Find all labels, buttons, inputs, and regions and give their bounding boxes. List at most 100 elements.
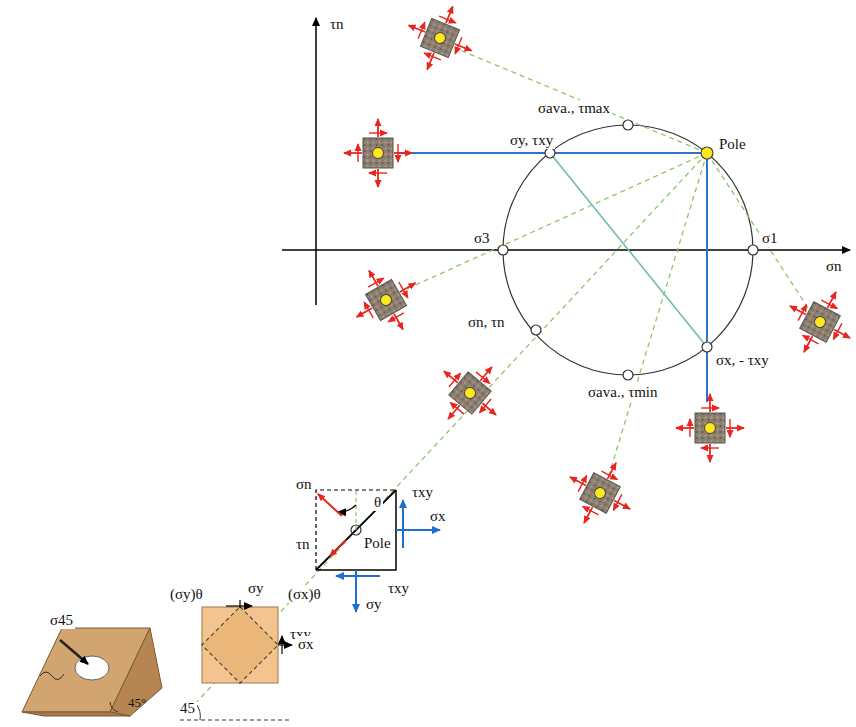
stress-label: σn: [824, 258, 844, 275]
shear-arrow: [369, 132, 387, 133]
icon-square: [800, 302, 841, 343]
stress-label: σn: [294, 476, 314, 493]
icon-square: [580, 473, 621, 514]
stress-label: σava., τmin: [586, 384, 660, 401]
shear-arrow: [803, 335, 819, 343]
shear-arrow: [476, 372, 490, 384]
icon-dot: [462, 385, 477, 400]
shear-arrow: [701, 407, 719, 408]
stress-label: σy, τxy: [508, 132, 555, 149]
element-icon: [344, 119, 412, 187]
tau-axis: [315, 18, 317, 305]
shear-arrow: [729, 419, 730, 437]
stress-label: σx, - τxy: [714, 352, 771, 369]
sigma-x-line: [706, 153, 708, 402]
stress-label: σ45: [48, 612, 75, 629]
shear-arrow: [449, 373, 461, 387]
icon-square: [449, 372, 491, 414]
strain-gauge-wedge: [22, 628, 162, 716]
element-icon: [340, 254, 433, 347]
shear-arrow: [578, 476, 586, 492]
normal-arrow: [726, 427, 744, 429]
element-icon: [554, 447, 646, 539]
normal-arrow: [709, 394, 711, 412]
reference-line: [180, 720, 292, 721]
normal-arrow: [377, 169, 379, 187]
stress-label: σx: [428, 508, 448, 525]
shear-arrow: [357, 144, 358, 162]
element-icon: [676, 394, 744, 462]
shear-arrow: [424, 53, 441, 60]
normal-arrow: [444, 371, 458, 383]
normal-arrow: [709, 444, 711, 462]
shear-arrow: [368, 278, 384, 287]
circle-points: [498, 120, 758, 380]
stress-label: τn: [294, 536, 312, 553]
stress-label: 45°: [126, 696, 148, 710]
stress-label: σy: [364, 596, 384, 613]
shear-arrow: [450, 403, 464, 415]
stress-label: σava., τmax: [536, 100, 612, 117]
icon-square: [420, 18, 459, 57]
stress-label: (σx)θ: [286, 586, 323, 603]
stress-label: σn, τn: [466, 314, 507, 331]
rotated-element: [202, 600, 292, 683]
icon-dot: [813, 315, 828, 330]
stress-label: 45: [178, 700, 197, 717]
shear-arrow: [455, 37, 462, 54]
shear-arrow: [613, 494, 621, 510]
shear-arrow: [439, 16, 456, 23]
shear-arrow: [364, 302, 373, 318]
shear-arrow: [601, 471, 617, 479]
shear-arrow: [701, 447, 719, 448]
sigma-axis: [282, 249, 850, 251]
diameter-line: [550, 153, 707, 347]
element-icons: [340, 0, 856, 539]
stress-label: σ1: [760, 230, 780, 247]
shear-arrow: [798, 305, 806, 321]
icon-dot: [373, 148, 384, 159]
pole-point: [701, 147, 713, 159]
shear-arrow: [480, 399, 492, 413]
stress-label: τn: [328, 16, 346, 33]
normal-arrow: [377, 119, 379, 137]
icon-dot: [378, 292, 393, 307]
mohr-circle: [503, 125, 753, 375]
stress-label: τxy: [386, 580, 411, 597]
stress-element: [316, 488, 440, 612]
stress-label: (σy)θ: [168, 586, 205, 603]
normal-arrow: [676, 427, 694, 429]
normal-arrow: [480, 367, 492, 381]
stress-label: θ: [372, 494, 383, 511]
normal-arrow: [482, 403, 496, 415]
shear-arrow: [388, 313, 404, 322]
icon-square: [363, 138, 393, 168]
shear-arrow: [418, 22, 425, 39]
icon-dot: [705, 423, 716, 434]
stress-label: Pole: [362, 535, 393, 552]
normal-arrow: [394, 152, 412, 154]
shear-arrow: [689, 419, 690, 437]
stress-label: σ3: [472, 230, 492, 247]
stress-label: τxy: [410, 484, 435, 501]
stress-label: σy: [246, 580, 266, 597]
shear-arrow: [821, 300, 837, 308]
shear-arrow: [833, 323, 841, 339]
icon-dot: [593, 486, 608, 501]
shear-arrow: [397, 144, 398, 162]
icon-dot: [433, 31, 447, 45]
pole-rays: [180, 48, 808, 720]
stress-label: Pole: [717, 136, 748, 153]
element-icon: [396, 0, 485, 82]
icon-square: [695, 413, 725, 443]
shear-arrow: [399, 282, 408, 298]
element-icon: [774, 276, 856, 368]
normal-arrow: [344, 152, 362, 154]
element-icon: [422, 345, 518, 441]
shear-arrow: [583, 506, 599, 514]
normal-arrow: [448, 405, 460, 419]
shear-arrow: [369, 172, 387, 173]
stress-label: σx: [296, 636, 316, 653]
